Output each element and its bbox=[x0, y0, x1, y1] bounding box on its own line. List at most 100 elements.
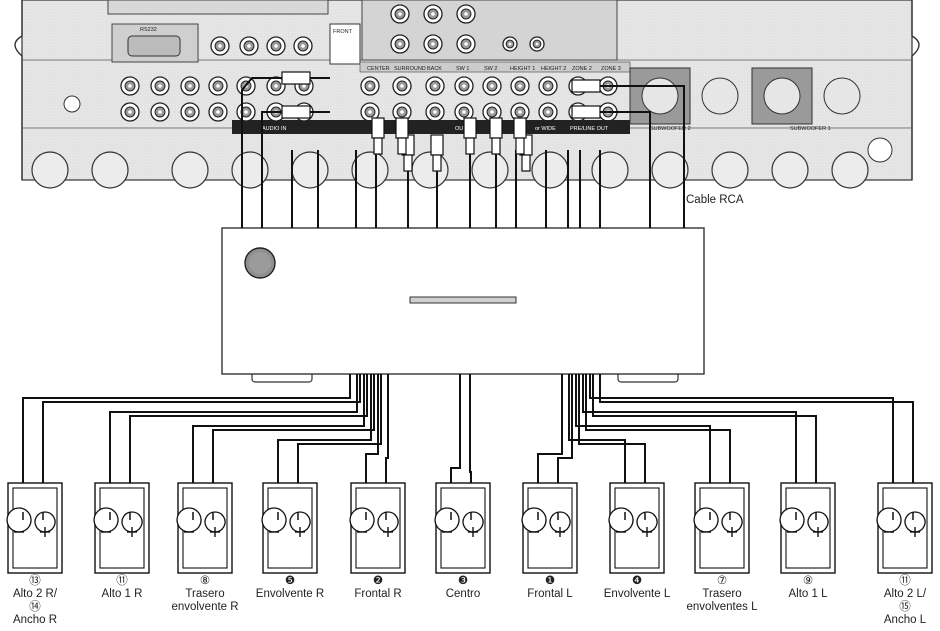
upper-rca-jacks bbox=[210, 4, 618, 122]
plus-terminal bbox=[807, 511, 829, 533]
rca-jack bbox=[510, 76, 530, 96]
center-label: CENTER bbox=[367, 66, 390, 72]
speaker bbox=[93, 482, 150, 574]
front-label: FRONT bbox=[333, 29, 353, 35]
rca-jack bbox=[239, 36, 259, 56]
speaker-cable bbox=[192, 374, 365, 512]
speaker-cable bbox=[212, 374, 375, 512]
plus-terminal bbox=[721, 511, 743, 533]
rca-jack bbox=[456, 34, 476, 54]
xlr-jack bbox=[31, 151, 69, 189]
rca-jack bbox=[236, 102, 256, 122]
plus-terminal bbox=[549, 511, 571, 533]
xlr-jack bbox=[831, 151, 869, 189]
terminal-wires bbox=[892, 512, 914, 520]
speaker-cable bbox=[22, 374, 351, 512]
rca-jack bbox=[180, 76, 200, 96]
speaker-name-alt: Ancho R bbox=[12, 614, 58, 626]
height2-label: HEIGHT 2 bbox=[541, 66, 566, 72]
rca-jack bbox=[208, 76, 228, 96]
speakers bbox=[6, 482, 933, 574]
plus-terminal bbox=[121, 511, 143, 533]
rca-jack bbox=[360, 76, 380, 96]
rca-jack bbox=[266, 36, 286, 56]
terminal-wires bbox=[537, 512, 559, 520]
speaker-number: ❶ bbox=[544, 575, 556, 587]
speaker-name: envolvente R bbox=[171, 601, 239, 613]
speaker-cable bbox=[585, 374, 731, 512]
speaker-name: Alto 2 R/ bbox=[12, 588, 58, 600]
rs232-port bbox=[127, 35, 181, 57]
speaker-number: ⑪ bbox=[116, 575, 128, 587]
rca-jack bbox=[120, 102, 140, 122]
rca-plug bbox=[463, 117, 477, 155]
speaker-name: Envolvente R bbox=[255, 588, 325, 600]
speaker bbox=[349, 482, 406, 574]
speaker bbox=[608, 482, 665, 574]
xlr-jack bbox=[651, 151, 689, 189]
xlr-jack bbox=[411, 151, 449, 189]
rca-plug bbox=[371, 117, 385, 155]
ground-terminal bbox=[63, 95, 81, 113]
rca-jack bbox=[150, 102, 170, 122]
power-amplifier bbox=[221, 227, 705, 383]
preline-out-label: PRE/LINE OUT bbox=[570, 126, 609, 132]
speaker-cable bbox=[277, 374, 372, 512]
minus-terminal bbox=[779, 507, 805, 533]
sw2-label: SW 2 bbox=[484, 66, 497, 72]
speaker-name-alt: Ancho L bbox=[883, 614, 927, 626]
minus-terminal bbox=[521, 507, 547, 533]
rca-jack bbox=[150, 76, 170, 96]
speaker-name: Alto 1 L bbox=[788, 588, 828, 600]
zone3-label: ZONE 3 bbox=[601, 66, 621, 72]
rca-jack bbox=[390, 4, 410, 24]
speaker-name: Trasero bbox=[702, 588, 742, 600]
rca-plug bbox=[489, 117, 503, 155]
height1-label: HEIGHT 1 bbox=[510, 66, 535, 72]
ground-screw bbox=[867, 137, 893, 163]
speaker-cable bbox=[589, 374, 894, 512]
rca-cable bbox=[582, 85, 685, 228]
speaker bbox=[434, 482, 491, 574]
plus-terminal bbox=[289, 511, 311, 533]
plus-terminal bbox=[204, 511, 226, 533]
plus-terminal bbox=[904, 511, 926, 533]
xlr-jack bbox=[351, 151, 389, 189]
xlr-jack bbox=[291, 151, 329, 189]
speaker-number-alt: ⑭ bbox=[29, 601, 41, 613]
speaker-number: ❹ bbox=[631, 575, 643, 587]
amplifier-display-slot bbox=[409, 296, 517, 304]
xlr-jack bbox=[711, 151, 749, 189]
rca-plug bbox=[513, 117, 527, 155]
minus-terminal bbox=[608, 507, 634, 533]
xlr-jack bbox=[171, 151, 209, 189]
wide-label: or WIDE bbox=[535, 126, 556, 132]
audio-in-label: AUDIO IN bbox=[262, 126, 286, 132]
rca-jack bbox=[180, 102, 200, 122]
speaker-number: ⑪ bbox=[899, 575, 911, 587]
minus-terminal bbox=[693, 507, 719, 533]
rca-jack bbox=[454, 76, 474, 96]
rca-jack bbox=[502, 36, 518, 52]
xlr-jack bbox=[471, 151, 509, 189]
speaker bbox=[176, 482, 233, 574]
speaker-cable bbox=[599, 374, 914, 512]
speaker-cable bbox=[297, 374, 382, 512]
speaker-cable bbox=[129, 374, 368, 512]
rca-jack bbox=[390, 34, 410, 54]
rca-plug bbox=[571, 105, 601, 119]
xlr-jack bbox=[531, 151, 569, 189]
lower-xlr-jacks bbox=[31, 137, 893, 189]
minus-terminal bbox=[349, 507, 375, 533]
rca-plug bbox=[571, 79, 601, 93]
rca-jack bbox=[210, 36, 230, 56]
rca-plug bbox=[395, 117, 409, 155]
